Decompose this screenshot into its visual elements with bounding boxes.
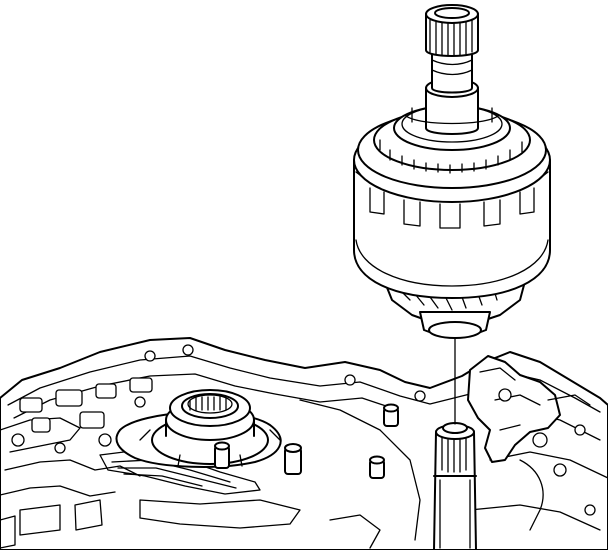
clutch-drum-assembly xyxy=(353,4,551,339)
output-shaft-stub xyxy=(433,422,477,550)
input-shaft xyxy=(425,4,479,135)
valve-body-channels xyxy=(0,377,153,549)
detent-lever-bracket xyxy=(467,355,591,531)
drum-lower-band xyxy=(355,239,549,287)
transmission-case xyxy=(0,337,608,550)
bolt-posts xyxy=(144,344,426,479)
case-right-section xyxy=(299,399,608,549)
bearing-boss xyxy=(115,389,282,468)
